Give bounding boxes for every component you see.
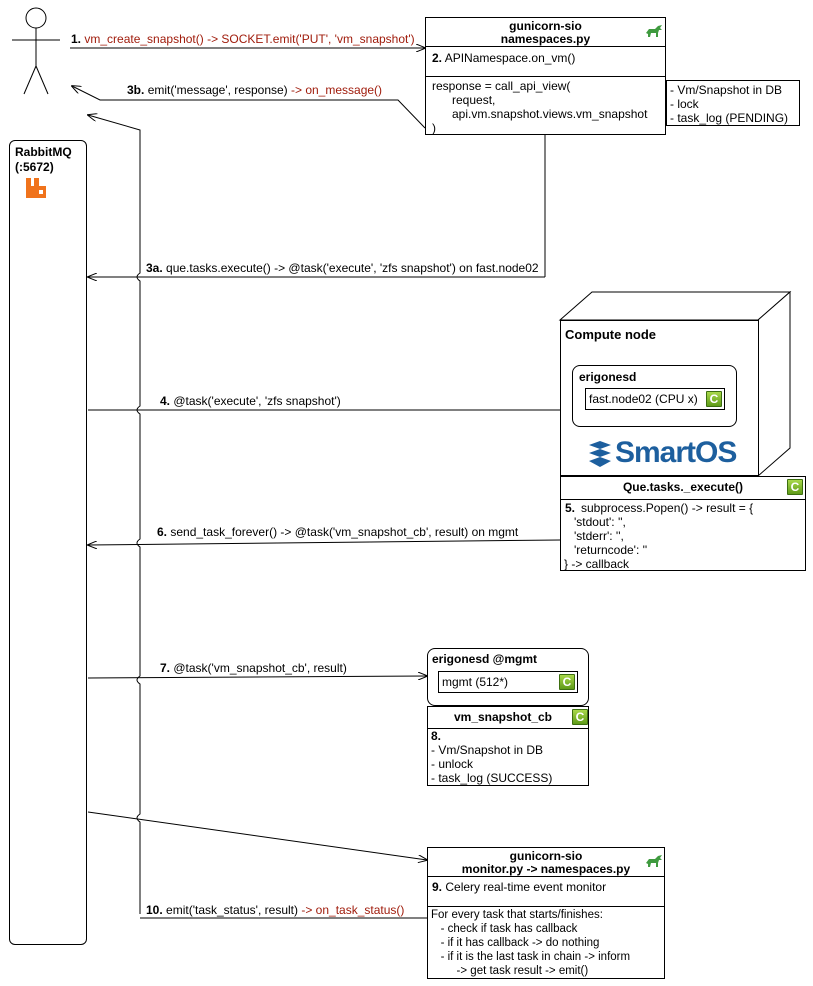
- que-execute-divider: [561, 499, 805, 500]
- arrow-step-3b: [72, 86, 426, 129]
- monitor-title-line2: monitor.py -> namespaces.py: [461, 862, 631, 876]
- step-4-number: 4.: [160, 394, 171, 408]
- gunicorn-title: gunicorn-sio namespaces.py: [426, 20, 665, 46]
- step-7-number: 7.: [160, 661, 171, 675]
- step-6-number: 6.: [157, 525, 168, 539]
- node-worker-box: fast.node02 (CPU x) C: [585, 388, 725, 410]
- step-1-number: 1.: [71, 32, 82, 46]
- api-view-code: response = call_api_view( request, api.v…: [432, 79, 648, 135]
- gunicorn-title-line2: namespaces.py: [500, 32, 591, 46]
- step-10-callback: -> on_task_status(): [301, 903, 405, 917]
- step-7-label: 7. @task('vm_snapshot_cb', result): [160, 661, 347, 675]
- erigonesd-mgmt-title: erigonesd @mgmt: [432, 652, 538, 666]
- step-3b-number: 3b.: [127, 83, 145, 97]
- step-2-label: 2. APINamespace.on_vm(): [432, 51, 575, 65]
- step-3b-text: emit('message', response): [147, 83, 288, 97]
- vm-snapshot-cb-box: vm_snapshot_cb C 8. - Vm/Snapshot in DB …: [427, 706, 589, 786]
- que-execute-box: Que.tasks._execute() C 5. subprocess.Pop…: [560, 476, 806, 571]
- step-4-label: 4. @task('execute', 'zfs snapshot'): [160, 394, 341, 408]
- monitor-title: gunicorn-sio monitor.py -> namespaces.py: [428, 850, 664, 876]
- step-6-text: send_task_forever() -> @task('vm_snapsho…: [170, 525, 519, 539]
- step-5-number: 5.: [565, 501, 576, 515]
- monitor-body: For every task that starts/finishes: - c…: [431, 909, 631, 977]
- smartos-s-icon: [589, 441, 611, 467]
- step-3a-text: que.tasks.execute() -> @task('execute', …: [166, 261, 539, 275]
- step-3a-number: 3a.: [146, 261, 163, 275]
- arrow-step-7: [87, 676, 427, 678]
- gunicorn-monitor-box: gunicorn-sio monitor.py -> namespaces.py…: [427, 847, 665, 979]
- line-status-vertical: [88, 115, 141, 914]
- step-3b-callback: -> on_message(): [291, 83, 383, 97]
- monitor-divider-1: [428, 876, 664, 877]
- rabbitmq-lifeline: RabbitMQ (:5672): [9, 140, 87, 945]
- step-10-label: 10. emit('task_status', result) -> on_ta…: [146, 903, 404, 917]
- celery-icon: C: [572, 709, 588, 725]
- compute-node-box: Compute node erigonesd fast.node02 (CPU …: [560, 320, 759, 476]
- step-10-number: 10.: [146, 903, 163, 917]
- arrow-rabbitmq-monitor: [87, 811, 427, 860]
- step-4-text: @task('execute', 'zfs snapshot'): [173, 394, 341, 408]
- step-8-lines: - Vm/Snapshot in DB - unlock - task_log …: [431, 743, 553, 785]
- gunicorn-unicorn-icon: [646, 25, 662, 37]
- erigonesd-label: erigonesd: [579, 370, 637, 384]
- gunicorn-divider-1: [426, 46, 665, 47]
- step-1-label: 1. vm_create_snapshot() -> SOCKET.emit('…: [71, 32, 415, 46]
- compute-node-3d: [558, 290, 792, 478]
- actor-figure: [12, 7, 60, 95]
- arrow-step-6: [88, 539, 561, 545]
- celery-icon: C: [706, 391, 722, 407]
- gunicorn-unicorn-icon: [646, 855, 662, 867]
- step-9-number: 9.: [432, 880, 443, 894]
- gunicorn-namespaces-box: gunicorn-sio namespaces.py 2. APINamespa…: [425, 17, 666, 135]
- step-9-text: Celery real-time event monitor: [445, 880, 607, 894]
- step-2-number: 2.: [432, 51, 443, 65]
- step-3a-label: 3a. que.tasks.execute() -> @task('execut…: [146, 261, 539, 275]
- smartos-wordmark: SmartOS: [615, 436, 737, 469]
- erigonesd-box: erigonesd fast.node02 (CPU x) C: [572, 365, 737, 427]
- step-5-code: subprocess.Popen() -> result = { 'stdout…: [564, 501, 754, 571]
- step-6-label: 6. send_task_forever() -> @task('vm_snap…: [157, 525, 518, 539]
- que-execute-title: Que.tasks._execute(): [622, 480, 744, 494]
- celery-icon: C: [787, 479, 803, 495]
- compute-node-title: Compute node: [565, 327, 656, 342]
- mgmt-worker-box: mgmt (512*) C: [438, 671, 578, 693]
- erigonesd-mgmt-box: erigonesd @mgmt mgmt (512*) C: [427, 648, 589, 706]
- vm-snapshot-cb-title: vm_snapshot_cb: [453, 710, 553, 724]
- step-8-number: 8.: [431, 729, 442, 743]
- step-3b-label: 3b. emit('message', response) -> on_mess…: [127, 83, 382, 97]
- gunicorn-title-line1: gunicorn-sio: [509, 19, 582, 33]
- mgmt-worker-label: mgmt (512*): [442, 675, 509, 689]
- step-9-label: 9. Celery real-time event monitor: [432, 880, 606, 894]
- rabbitmq-logo-icon: [26, 178, 46, 198]
- step-10-text: emit('task_status', result): [166, 903, 298, 917]
- vm-snapshot-cb-divider: [428, 728, 588, 729]
- db-lock-note: - Vm/Snapshot in DB - lock - task_log (P…: [666, 80, 800, 126]
- rabbitmq-name: RabbitMQ: [15, 145, 72, 159]
- monitor-title-line1: gunicorn-sio: [509, 849, 583, 863]
- node-worker-label: fast.node02 (CPU x): [589, 392, 698, 406]
- rabbitmq-port: (:5672): [15, 160, 54, 174]
- step-1-text: vm_create_snapshot() -> SOCKET.emit('PUT…: [84, 32, 415, 46]
- step-2-text: APINamespace.on_vm(): [444, 51, 576, 65]
- step-7-text: @task('vm_snapshot_cb', result): [173, 661, 347, 675]
- gunicorn-divider-2: [426, 76, 665, 77]
- monitor-divider-2: [428, 906, 664, 907]
- celery-icon: C: [559, 674, 575, 690]
